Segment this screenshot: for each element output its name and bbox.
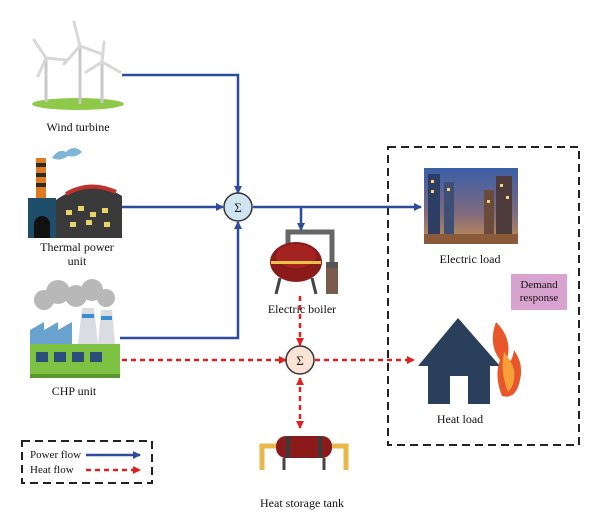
chp-unit-label: CHP unit [51, 384, 97, 398]
power-flow-lines [120, 73, 422, 340]
power-sum-symbol: Σ [234, 200, 242, 215]
demand-response-line1: Demand [520, 279, 558, 291]
wind-turbine-label: Wind turbine [46, 120, 110, 134]
house-icon [418, 318, 500, 404]
flame-icon [492, 322, 522, 397]
electric-boiler-icon [270, 229, 338, 295]
electric-boiler-label: Electric boiler [267, 302, 337, 316]
heat-sum-node: Σ [285, 345, 315, 375]
load-boundary-box [387, 146, 580, 446]
heat-flow-lines [122, 296, 415, 429]
legend-box [21, 440, 153, 484]
power-sum-node: Σ [223, 192, 253, 222]
demand-response-line2: response [519, 292, 559, 304]
thermal-power-plant-icon [28, 148, 122, 238]
chp-factory-icon [30, 279, 120, 378]
legend-power-label: Power flow [30, 449, 82, 461]
heat-storage-tank-icon [259, 436, 349, 470]
legend-heat-label: Heat flow [30, 464, 74, 476]
heat-sum-symbol: Σ [296, 353, 304, 368]
heat-storage-tank-label: Heat storage tank [260, 496, 344, 510]
thermal-power-label-line1: Thermal power [40, 240, 114, 254]
heat-load-label: Heat load [436, 412, 484, 426]
demand-response-box: Demand response [511, 274, 567, 310]
city-image [424, 168, 518, 244]
thermal-power-label-line2: unit [67, 254, 87, 268]
electric-load-label: Electric load [439, 252, 501, 266]
wind-turbine-icon [32, 20, 124, 110]
